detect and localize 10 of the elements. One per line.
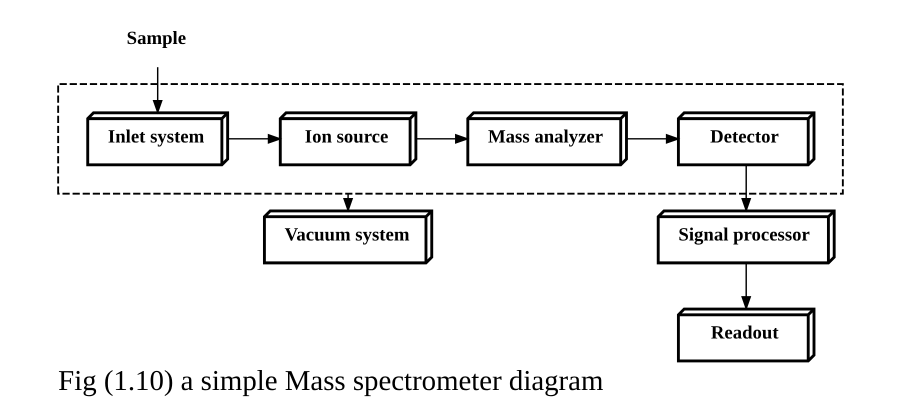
- arrow: [228, 133, 282, 144]
- arrow: [741, 262, 752, 310]
- arrow: [626, 133, 680, 144]
- cluster: [57, 82, 844, 194]
- arrow: [416, 133, 470, 144]
- caption: Fig (1.10) a simple Mass spectrometer diagram: [58, 364, 604, 396]
- arrow: [152, 66, 163, 114]
- node-text: Sample: [126, 28, 186, 49]
- arrow: [343, 193, 354, 212]
- arrow: [741, 164, 752, 212]
